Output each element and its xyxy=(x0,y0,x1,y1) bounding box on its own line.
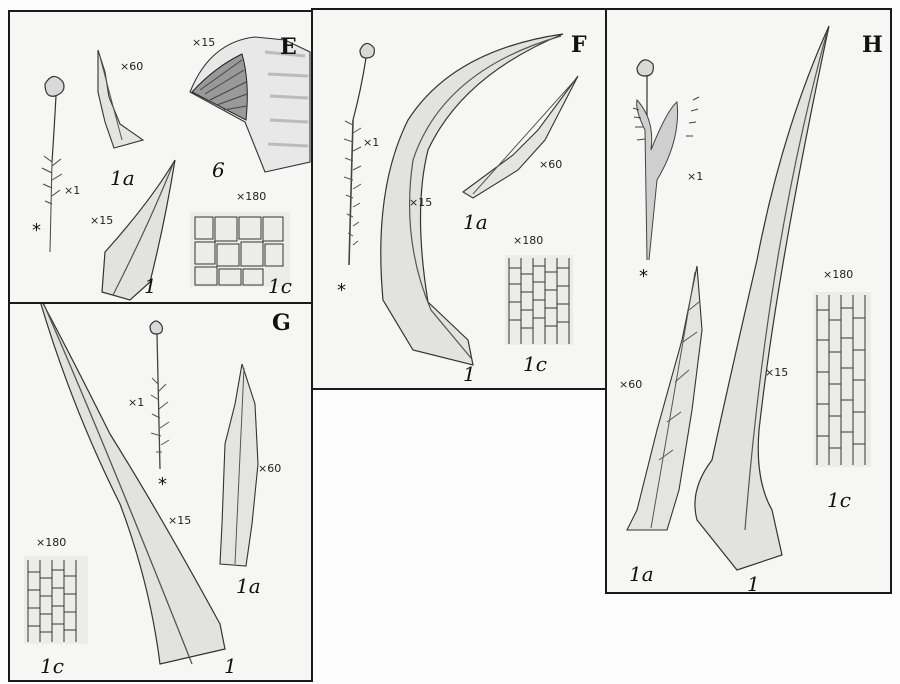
cells-1c-h xyxy=(813,292,871,467)
magnification-label: ×1 xyxy=(363,136,380,149)
panel-label: G xyxy=(272,310,291,336)
figure-number: 1 xyxy=(463,362,476,386)
cells-1c-e xyxy=(190,212,290,287)
panel-f: F ×1 ×15 ×60 ×180 1a 1 1c * xyxy=(311,8,607,390)
figure-number: 6 xyxy=(212,158,225,182)
panel-label: H xyxy=(862,32,883,58)
panel-e-drawings xyxy=(41,36,311,301)
panel-label: E xyxy=(280,34,297,60)
leaf-1-h xyxy=(694,25,830,571)
asterisk-mark: * xyxy=(639,266,648,287)
plant-seta-f xyxy=(352,57,367,121)
plant-shoot-h xyxy=(636,98,679,261)
leaf-tip-1a-g xyxy=(219,363,259,567)
figure-number: 1a xyxy=(629,562,654,586)
panel-f-drawings xyxy=(343,33,579,366)
plant-shoot-f xyxy=(348,119,354,266)
magnification-label: ×15 xyxy=(90,214,114,227)
magnification-label: ×180 xyxy=(36,536,67,549)
figure-number: 1a xyxy=(110,166,135,190)
figure-number: 1 xyxy=(747,572,760,594)
panel-h: H ×1 ×180 ×60 ×15 1c 1a 1 * xyxy=(605,8,892,594)
cells-1c-g xyxy=(24,556,88,644)
leaf-tip-1a-h xyxy=(626,265,703,531)
leaf-1-f xyxy=(380,33,564,366)
magnification-label: ×15 xyxy=(168,514,192,527)
magnification-label: ×60 xyxy=(539,158,563,171)
magnification-label: ×180 xyxy=(823,268,854,281)
magnification-label: ×1 xyxy=(128,396,145,409)
asterisk-mark: * xyxy=(158,474,167,495)
magnification-label: ×60 xyxy=(619,378,643,391)
plant-capsule-e xyxy=(44,75,65,97)
asterisk-mark: * xyxy=(337,280,346,301)
figure-number: 1 xyxy=(144,274,157,298)
figure-number: 1 xyxy=(224,654,237,678)
figure-number: 1c xyxy=(827,488,851,512)
plant-capsule-h xyxy=(636,59,654,77)
panel-g: G ×1 ×60 ×15 ×180 1a 1c 1 * xyxy=(8,302,313,682)
magnification-label: ×60 xyxy=(258,462,282,475)
panel-h-drawings xyxy=(626,25,871,571)
plant-capsule-f xyxy=(359,42,375,59)
figure-number: 1c xyxy=(268,274,292,298)
leaf-1-e xyxy=(101,159,176,301)
cells-1c-f xyxy=(505,255,573,345)
magnification-label: ×15 xyxy=(409,196,433,209)
figure-number: 1a xyxy=(236,574,261,598)
plant-capsule-g xyxy=(149,320,163,335)
magnification-label: ×60 xyxy=(120,60,144,73)
figure-number: 1a xyxy=(463,210,488,234)
magnification-label: ×15 xyxy=(765,366,789,379)
figure-number: 1c xyxy=(523,352,547,376)
leaf-1-g xyxy=(40,304,226,665)
plant-shoot-e xyxy=(41,155,63,253)
magnification-label: ×180 xyxy=(513,234,544,247)
plant-shoot-g xyxy=(156,333,161,470)
magnification-label: ×1 xyxy=(687,170,704,183)
panel-e: E ×1 ×60 ×15 ×15 ×180 1a 6 1 1c * xyxy=(8,10,313,304)
plant-seta-e xyxy=(51,95,57,163)
leaf-tip-1a-f xyxy=(462,75,579,199)
panel-label: F xyxy=(571,32,587,58)
figure-number: 1c xyxy=(40,654,64,678)
asterisk-mark: * xyxy=(32,220,41,241)
panel-g-drawings xyxy=(24,304,259,665)
magnification-label: ×1 xyxy=(64,184,81,197)
magnification-label: ×15 xyxy=(192,36,216,49)
magnification-label: ×180 xyxy=(236,190,267,203)
